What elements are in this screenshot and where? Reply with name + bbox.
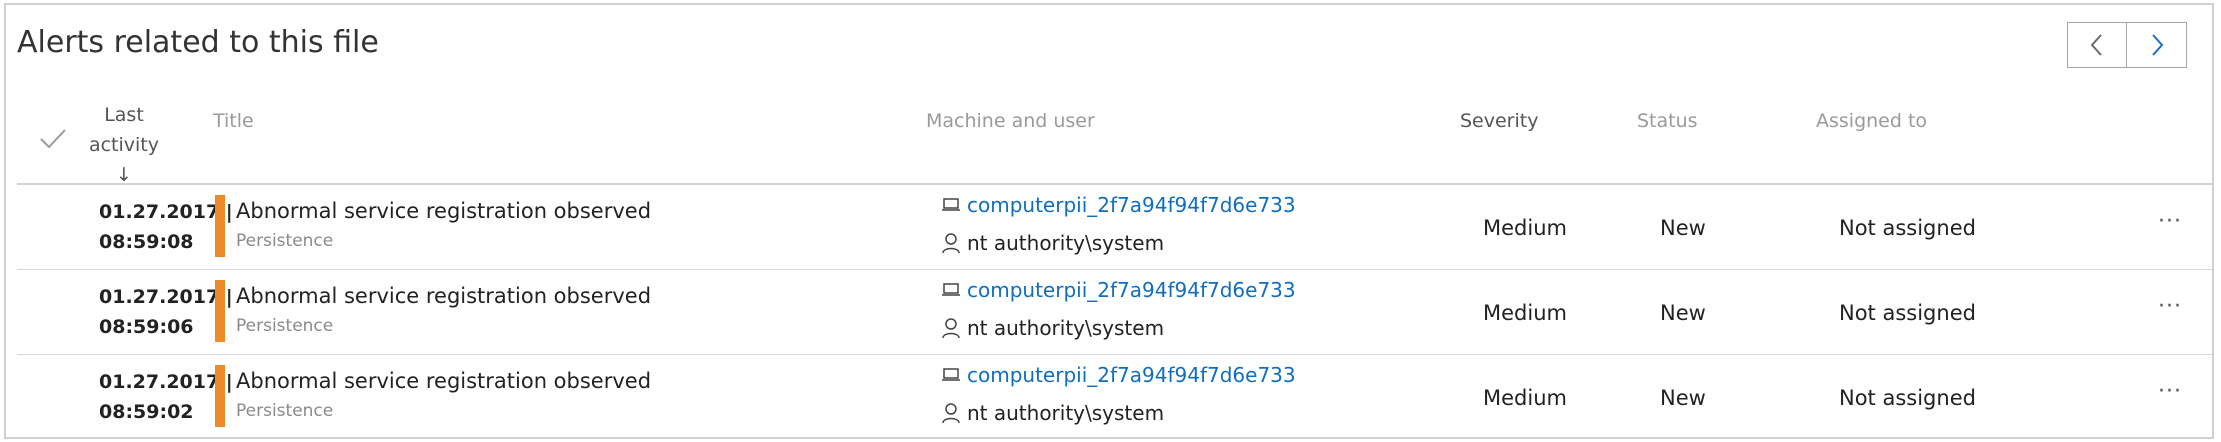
more-options-icon[interactable]: ··· <box>2158 209 2182 234</box>
person-icon <box>942 318 960 339</box>
activity-date: 01.27.2017 | <box>99 201 233 223</box>
user-name: nt authority\system <box>967 231 1165 255</box>
status-cell: New <box>1660 216 1706 240</box>
laptop-icon <box>942 368 960 381</box>
alert-category: Persistence <box>236 231 334 251</box>
machine-link[interactable]: computerpii_2f7a94f94f7d6e733 <box>941 193 1301 217</box>
chevron-right-icon <box>2151 34 2163 56</box>
laptop-icon <box>942 198 960 211</box>
activity-time: 08:59:08 <box>99 231 194 253</box>
user-cell: nt authority\system <box>941 316 1164 340</box>
previous-page-button[interactable] <box>2067 22 2127 68</box>
activity-time: 08:59:06 <box>99 316 194 338</box>
severity-cell: Medium <box>1483 386 1567 410</box>
user-name: nt authority\system <box>967 316 1165 340</box>
column-header-assigned-to[interactable]: Assigned to <box>1816 110 1928 132</box>
alerts-panel: Alerts related to this file Last activit… <box>4 3 2214 439</box>
user-cell: nt authority\system <box>941 231 1164 255</box>
chevron-left-icon <box>2090 34 2102 56</box>
panel-title: Alerts related to this file <box>17 25 379 60</box>
alert-category: Persistence <box>236 316 334 336</box>
activity-time: 08:59:02 <box>99 401 194 423</box>
user-name: nt authority\system <box>967 401 1165 425</box>
table-row[interactable]: 01.27.2017 | 08:59:08 Abnormal service r… <box>17 185 2212 270</box>
laptop-icon <box>942 283 960 296</box>
header-divider <box>17 183 2212 185</box>
row-divider <box>17 354 2212 355</box>
user-cell: nt authority\system <box>941 401 1164 425</box>
next-page-button[interactable] <box>2127 22 2187 68</box>
more-options-icon[interactable]: ··· <box>2158 379 2182 404</box>
last-activity-label: Last activity <box>88 104 160 156</box>
activity-date: 01.27.2017 | <box>99 371 233 393</box>
checkmark-icon <box>40 129 66 149</box>
select-all-checkbox[interactable] <box>38 126 68 152</box>
activity-date: 01.27.2017 | <box>99 286 233 308</box>
column-header-last-activity[interactable]: Last activity ↓ <box>76 100 172 190</box>
machine-name[interactable]: computerpii_2f7a94f94f7d6e733 <box>967 193 1296 217</box>
table-row[interactable]: 01.27.2017 | 08:59:06 Abnormal service r… <box>17 270 2212 355</box>
severity-indicator <box>215 195 225 257</box>
machine-link[interactable]: computerpii_2f7a94f94f7d6e733 <box>941 363 1301 387</box>
person-icon <box>942 233 960 254</box>
machine-link[interactable]: computerpii_2f7a94f94f7d6e733 <box>941 278 1301 302</box>
person-icon <box>942 403 960 424</box>
assigned-to-cell: Not assigned <box>1839 386 1976 410</box>
sort-descending-icon: ↓ <box>116 164 132 186</box>
alert-category: Persistence <box>236 401 334 421</box>
alert-title[interactable]: Abnormal service registration observed <box>236 284 652 308</box>
alert-title[interactable]: Abnormal service registration observed <box>236 369 652 393</box>
row-divider <box>17 269 2212 270</box>
status-cell: New <box>1660 386 1706 410</box>
machine-name[interactable]: computerpii_2f7a94f94f7d6e733 <box>967 278 1296 302</box>
alert-title[interactable]: Abnormal service registration observed <box>236 199 652 223</box>
column-header-status[interactable]: Status <box>1637 110 1698 132</box>
severity-indicator <box>215 280 225 342</box>
status-cell: New <box>1660 301 1706 325</box>
table-row[interactable]: 01.27.2017 | 08:59:02 Abnormal service r… <box>17 355 2212 440</box>
last-activity-cell: 01.27.2017 | 08:59:08 <box>99 197 233 257</box>
column-header-severity[interactable]: Severity <box>1460 110 1539 132</box>
severity-cell: Medium <box>1483 216 1567 240</box>
assigned-to-cell: Not assigned <box>1839 301 1976 325</box>
more-options-icon[interactable]: ··· <box>2158 294 2182 319</box>
column-header-machine-user[interactable]: Machine and user <box>926 110 1095 132</box>
severity-cell: Medium <box>1483 301 1567 325</box>
last-activity-cell: 01.27.2017 | 08:59:06 <box>99 282 233 342</box>
severity-indicator <box>215 365 225 427</box>
machine-name[interactable]: computerpii_2f7a94f94f7d6e733 <box>967 363 1296 387</box>
pagination-controls <box>2067 22 2187 68</box>
column-header-title[interactable]: Title <box>213 110 254 132</box>
assigned-to-cell: Not assigned <box>1839 216 1976 240</box>
last-activity-cell: 01.27.2017 | 08:59:02 <box>99 367 233 427</box>
